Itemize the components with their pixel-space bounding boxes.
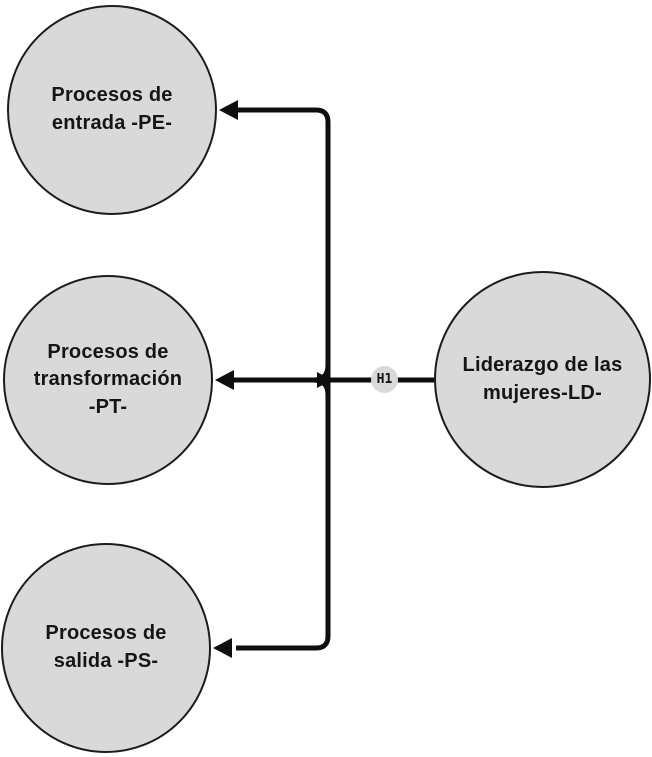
arrowhead-pt-icon [215, 370, 234, 390]
node-liderazgo-mujeres: Liderazgo de las mujeres-LD- [434, 271, 651, 488]
arrowhead-ps-icon [213, 638, 232, 658]
node-procesos-entrada-label: Procesos de entrada -PE- [51, 84, 173, 134]
node-liderazgo-mujeres-label: Liderazgo de las mujeres-LD- [462, 353, 623, 404]
arrowhead-junction-icon [317, 372, 332, 388]
node-procesos-entrada: Procesos de entrada -PE- [7, 5, 217, 215]
h1-edge-badge: H1 [371, 366, 398, 393]
h1-edge-badge-label: H1 [376, 372, 393, 387]
node-procesos-salida: Procesos de salida -PS- [1, 543, 211, 753]
arrowhead-pe-icon [219, 100, 238, 120]
node-procesos-salida-label: Procesos de salida -PS- [45, 622, 167, 672]
node-procesos-transformacion-label: Procesos de transformación -PT- [33, 340, 183, 418]
node-procesos-transformacion: Procesos de transformación -PT- [3, 275, 213, 485]
